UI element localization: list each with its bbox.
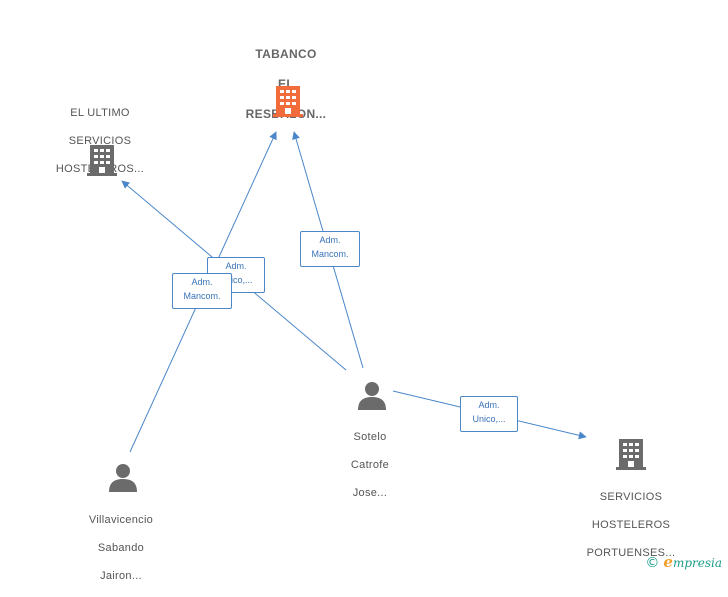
node-label-line: Jose... xyxy=(352,487,388,499)
node-label-el-ultimo[interactable]: EL ULTIMO SERVICIOS HOSTELEROS... xyxy=(40,92,160,190)
building-icon[interactable] xyxy=(615,437,647,471)
node-label-line: HOSTELEROS xyxy=(591,519,671,531)
brand-name: mpresia xyxy=(672,556,722,570)
node-label-line: EL ULTIMO xyxy=(70,107,130,119)
node-label-line: Sotelo xyxy=(353,431,387,443)
node-label-line: Catrofe xyxy=(350,459,390,471)
node-label-line: SERVICIOS xyxy=(599,491,663,503)
edge-label-line: Adm. xyxy=(191,277,213,287)
node-label-line: SERVICIOS xyxy=(68,135,132,147)
node-label-line: Villavicencio xyxy=(88,514,154,526)
copyright-icon: © xyxy=(645,555,660,571)
building-icon[interactable] xyxy=(86,143,118,177)
node-label-sotelo[interactable]: Sotelo Catrofe Jose... xyxy=(320,416,420,514)
edge-label-line: Mancom. xyxy=(183,291,221,301)
edge-label-line: Adm. xyxy=(478,400,500,410)
person-icon[interactable] xyxy=(107,462,139,494)
edge-label-line: Adm. xyxy=(225,261,247,271)
edge-label-line: Unico,... xyxy=(219,275,253,285)
node-label-line: PORTUENSES... xyxy=(586,547,676,559)
node-label-villavicencio[interactable]: Villavicencio Sabando Jairon... xyxy=(66,499,176,597)
node-label-line: Jairon... xyxy=(100,570,142,582)
brand-logo: ©empresia xyxy=(645,553,722,571)
building-icon[interactable] xyxy=(272,84,304,118)
edge-label-sotelo-tabanco[interactable]: Adm. Mancom. xyxy=(300,231,360,267)
node-label-servicios-portuenses[interactable]: SERVICIOS HOSTELEROS PORTUENSES... xyxy=(571,476,691,574)
edge-label-line: Unico,... xyxy=(472,414,506,424)
node-label-line: TABANCO xyxy=(255,47,317,61)
edge-label-line: Mancom. xyxy=(311,249,349,259)
brand-initial: e xyxy=(663,553,673,571)
edge-label-sotelo-servicios[interactable]: Adm. Unico,... xyxy=(460,396,518,432)
edge-label-villavicencio-tabanco[interactable]: Adm. Mancom. xyxy=(172,273,232,309)
node-label-tabanco[interactable]: TABANCO EL RESBALON... xyxy=(226,32,346,137)
edge-label-line: Adm. xyxy=(319,235,341,245)
node-label-line: Sabando xyxy=(97,542,145,554)
person-icon[interactable] xyxy=(356,380,388,412)
